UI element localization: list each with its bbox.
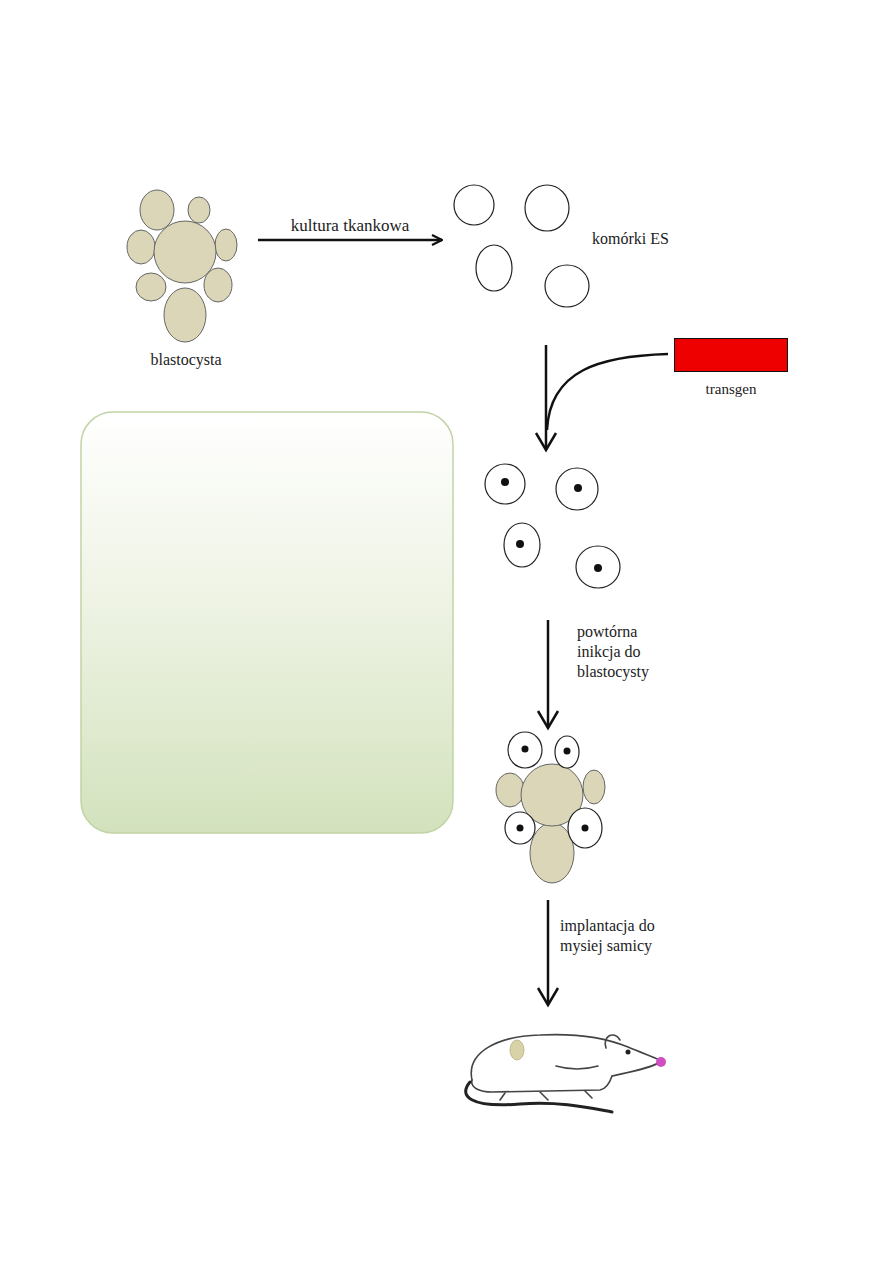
cell-group: komórki ES	[448, 178, 710, 312]
node-label: blastocysta	[120, 350, 252, 369]
transgen-rect	[674, 338, 788, 372]
node-label: komórki ES	[592, 229, 710, 248]
blastocyst-illustration: blastocysta	[120, 182, 252, 374]
es-cells	[454, 185, 589, 307]
empty-panel	[81, 412, 453, 833]
process-arrow	[258, 239, 442, 242]
edge-label: kultura tkankowa	[291, 215, 410, 236]
transgen-box: transgen	[664, 336, 798, 408]
mouse	[466, 1035, 662, 1112]
injected-blastocyst	[496, 732, 605, 883]
transformed-cells	[485, 464, 620, 588]
blastocyst	[127, 190, 237, 342]
node-label: transgen	[664, 380, 798, 398]
step-label: powtórna inikcja do blastocysty	[577, 622, 677, 682]
step-label: implantacja do mysiej samicy	[560, 916, 665, 956]
